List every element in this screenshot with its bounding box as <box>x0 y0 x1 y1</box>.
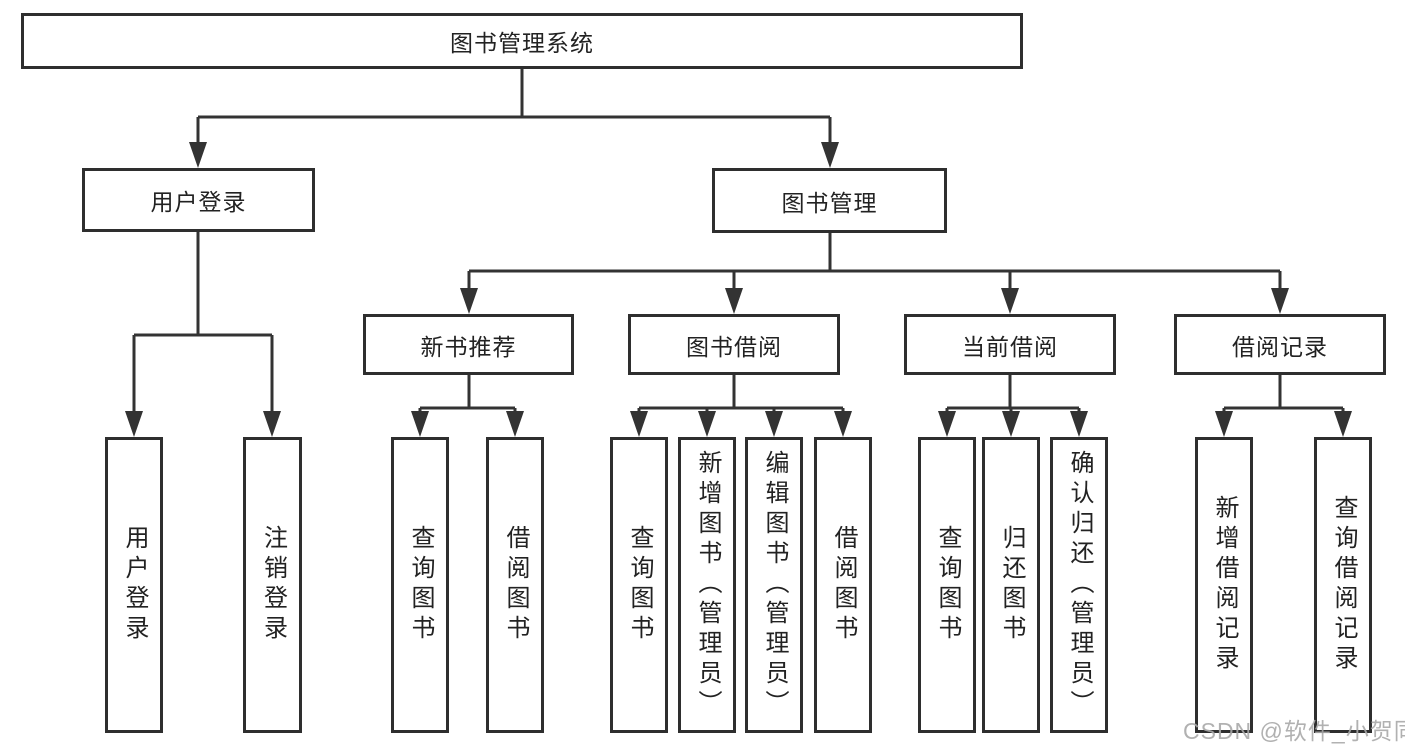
leaf-cb-query-books: 查询图书 <box>918 437 976 733</box>
leaf-nb-borrow-books: 借阅图书 <box>486 437 544 733</box>
node-root-system-label: 图书管理系统 <box>450 30 594 56</box>
leaf-cb-query-books-label: 查询图书 <box>934 525 961 645</box>
connector-current-borrow-group <box>945 375 1081 414</box>
node-book-management: 图书管理 <box>712 168 947 233</box>
node-user-login-label: 用户登录 <box>150 189 247 215</box>
node-borrow-records-label: 借阅记录 <box>1232 333 1328 360</box>
leaf-logout: 注销登录 <box>243 437 302 733</box>
leaf-bb-borrow-books: 借阅图书 <box>814 437 872 733</box>
node-root-system: 图书管理系统 <box>21 13 1023 69</box>
leaf-bb-add-books-admin: 新增图书（管理员） <box>678 437 736 733</box>
connector-book-borrow-group <box>637 375 845 414</box>
node-new-book-recommend-label: 新书推荐 <box>420 333 517 360</box>
node-book-management-label: 图书管理 <box>781 189 878 216</box>
leaf-nb-borrow-books-label: 借阅图书 <box>502 525 529 645</box>
leaf-br-query-record: 查询借阅记录 <box>1314 437 1372 733</box>
node-book-borrow: 图书借阅 <box>628 314 840 375</box>
node-book-borrow-label: 图书借阅 <box>686 333 782 360</box>
node-new-book-recommend: 新书推荐 <box>363 314 574 375</box>
csdn-watermark: CSDN @软件_小贺同学 <box>1183 718 1405 744</box>
leaf-logout-label: 注销登录 <box>259 525 287 645</box>
leaf-user-login-label: 用户登录 <box>121 525 148 645</box>
leaf-br-query-record-label: 查询借阅记录 <box>1330 495 1357 675</box>
node-borrow-records: 借阅记录 <box>1174 314 1386 375</box>
leaf-bb-query-books-label: 查询图书 <box>626 525 653 645</box>
connector-user-login-group <box>132 232 274 414</box>
node-user-login: 用户登录 <box>82 168 315 232</box>
connector-book-management-group <box>467 233 1282 291</box>
leaf-user-login: 用户登录 <box>105 437 163 733</box>
connector-new-book-group <box>418 375 517 414</box>
leaf-bb-edit-books-admin-label: 编辑图书（管理员） <box>761 450 788 720</box>
leaf-nb-query-books-label: 查询图书 <box>407 525 434 645</box>
connector-root-to-level2 <box>196 69 832 146</box>
leaf-bb-query-books: 查询图书 <box>610 437 668 733</box>
connector-borrow-records-group <box>1222 375 1345 414</box>
leaf-br-add-record: 新增借阅记录 <box>1195 437 1253 733</box>
leaf-cb-return-books-label: 归还图书 <box>998 525 1025 645</box>
leaf-bb-borrow-books-label: 借阅图书 <box>830 525 857 645</box>
node-current-borrow-label: 当前借阅 <box>962 333 1058 360</box>
leaf-cb-confirm-return-admin: 确认归还（管理员） <box>1050 437 1108 733</box>
leaf-bb-edit-books-admin: 编辑图书（管理员） <box>745 437 803 733</box>
leaf-bb-add-books-admin-label: 新增图书（管理员） <box>694 450 721 720</box>
leaf-nb-query-books: 查询图书 <box>391 437 449 733</box>
leaf-cb-return-books: 归还图书 <box>982 437 1040 733</box>
leaf-br-add-record-label: 新增借阅记录 <box>1211 495 1238 675</box>
leaf-cb-confirm-return-admin-label: 确认归还（管理员） <box>1066 450 1093 720</box>
node-current-borrow: 当前借阅 <box>904 314 1116 375</box>
